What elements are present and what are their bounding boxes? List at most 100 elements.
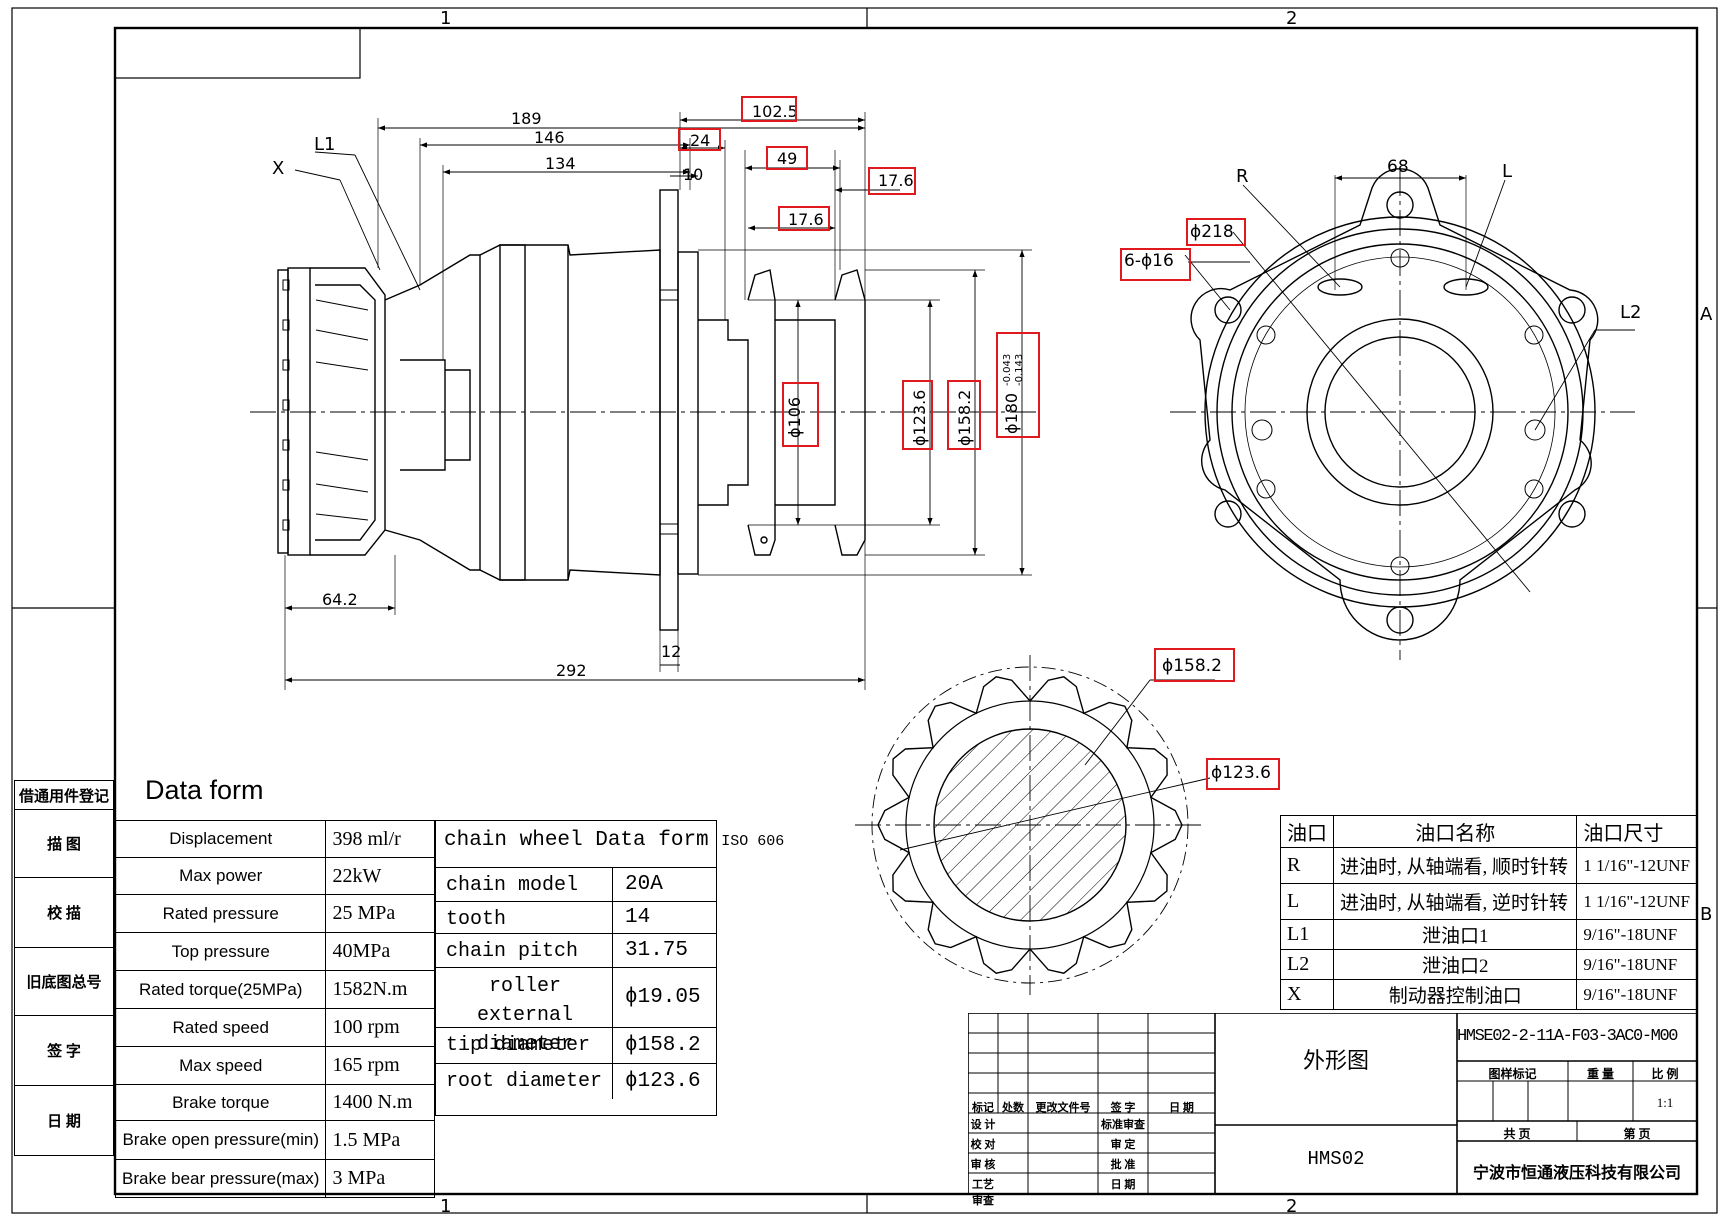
data-form-label: Max speed (114, 1046, 327, 1085)
chain-wheel-value: 31.75 (612, 934, 718, 967)
dim-102-5: 102.5 (752, 102, 798, 121)
rev-header: 处数 (1002, 1102, 1024, 1114)
data-form-label: Displacement (114, 820, 327, 858)
title-block: 标记处数更改文件号签 字日 期 设 计校 对审 核工艺审查标准审查审 定批 准日… (968, 1013, 1697, 1207)
chain-wheel-label: chain pitch (446, 940, 579, 963)
data-form-value: 3 MPa (325, 1159, 435, 1198)
sign-right-label: 审 定 (1110, 1139, 1136, 1151)
rev-header: 签 字 (1110, 1102, 1136, 1114)
chain-wheel-row: tip diameter ϕ158.2 (436, 1027, 716, 1063)
label-l1: L1 (314, 134, 335, 155)
chain-wheel-value: 20A (612, 868, 718, 901)
zone-label: 1 (440, 1196, 451, 1217)
rev-header: 日 期 (1169, 1102, 1194, 1114)
zone-label: 2 (1286, 8, 1297, 29)
dim-tolerance-upper: -0.043 (1002, 354, 1013, 386)
ports-name: 制动器控制油口 (1332, 979, 1578, 1010)
zone-label: 1 (440, 8, 451, 29)
chain-wheel-label: tip diameter (446, 1034, 591, 1057)
company-name: 宁波市恒通液压科技有限公司 (1472, 1165, 1681, 1182)
drawing-number: HMSE02-2-11A-F03-3AC0-M00 (1457, 1027, 1678, 1046)
label-x: X (272, 158, 284, 179)
dim-dia-180: ϕ180 (1002, 393, 1021, 434)
front-view-dimensions (1184, 175, 1635, 593)
ports-header: 油口 (1280, 815, 1334, 848)
dim-49: 49 (777, 149, 797, 168)
rev-header: 更改文件号 (1035, 1102, 1091, 1114)
data-form-row: Brake bear pressure(max)3 MPa (114, 1159, 435, 1198)
side-panel-cell: 校 描 (14, 877, 114, 948)
title-block-grid (968, 1013, 1697, 1194)
chain-wheel-row: chain model 20A (436, 867, 716, 901)
sign-left-label: 设 计 (970, 1119, 996, 1131)
dim-tolerance-lower: -0.143 (1014, 354, 1025, 386)
sprocket-view (855, 655, 1205, 995)
side-panel-cell: 日 期 (14, 1085, 114, 1156)
dim-17-6-top: 17.6 (878, 171, 914, 190)
chain-wheel-title: chain wheel Data form (444, 829, 709, 852)
data-form-value: 165 rpm (325, 1046, 435, 1085)
chain-wheel-standard: ISO 606 (721, 833, 785, 850)
ports-port: X (1280, 979, 1334, 1010)
sign-right-label: 批 准 (1110, 1159, 1136, 1171)
data-form-row: Rated torque(25MPa)1582N.m (114, 970, 435, 1009)
sprocket-dimension-text: ϕ158.2 ϕ123.6 (1162, 656, 1271, 783)
sign-right-label: 日 期 (1110, 1179, 1136, 1191)
data-form-value: 22kW (325, 857, 435, 895)
ports-port: R (1280, 847, 1334, 884)
ports-header: 油口名称 (1332, 815, 1578, 848)
dim-dia-218: ϕ218 (1190, 222, 1234, 242)
front-view (1170, 168, 1635, 660)
dim-146: 146 (534, 128, 565, 147)
ports-size: 9/16"-18UNF (1576, 979, 1697, 1010)
ports-port: L1 (1280, 919, 1334, 950)
dim-dia-158-2: ϕ158.2 (955, 390, 974, 446)
data-form-value: 398 ml/r (325, 820, 435, 858)
data-form-value: 1582N.m (325, 970, 435, 1009)
chain-wheel-row: tooth 14 (436, 901, 716, 933)
chain-wheel-label: tooth (446, 908, 507, 931)
data-form-value: 1400 N.m (325, 1084, 435, 1121)
dim-dia-123-6-sprocket: ϕ123.6 (1211, 763, 1271, 783)
side-view-dimension-text: 189 146 134 102.5 24 10 49 17.6 17.6 64.… (272, 102, 1025, 680)
chain-wheel-table: chain wheel Data form ISO 606 chain mode… (435, 820, 784, 1116)
label-r: R (1236, 166, 1249, 187)
chain-wheel-label: roller external diameter (476, 975, 573, 1056)
ports-size: 9/16"-18UNF (1576, 919, 1697, 950)
side-panel-cell: 描 图 (14, 809, 114, 878)
zone-label: A (1700, 304, 1713, 325)
highlight-boxes (678, 96, 1280, 790)
chain-wheel-value: 14 (612, 902, 718, 933)
data-form-row: Brake open pressure(min)1.5 MPa (114, 1120, 435, 1160)
sheets-label: 共 页 (1503, 1127, 1531, 1141)
dim-68: 68 (1387, 157, 1409, 177)
drawing-title: 外形图 (1302, 1048, 1369, 1073)
zone-label: B (1700, 904, 1712, 925)
chain-wheel-label: root diameter (446, 1070, 603, 1093)
chain-wheel-label: chain model (446, 874, 579, 897)
ports-name: 泄油口1 (1332, 919, 1578, 950)
chain-wheel-value: ϕ158.2 (612, 1028, 718, 1063)
data-form-label: Brake torque (114, 1084, 327, 1121)
rev-header: 标记 (972, 1102, 994, 1114)
ports-size: 9/16"-18UNF (1576, 949, 1697, 980)
ports-port: L2 (1280, 949, 1334, 980)
ports-name: 进油时, 从轴端看, 逆时针转 (1332, 883, 1578, 920)
dim-holes: 6-ϕ16 (1124, 251, 1174, 271)
model-name: HMS02 (1307, 1148, 1365, 1170)
side-panel-table: 借通用件登记 描 图 校 描 旧底图总号 签 字 日 期 (14, 780, 114, 1156)
